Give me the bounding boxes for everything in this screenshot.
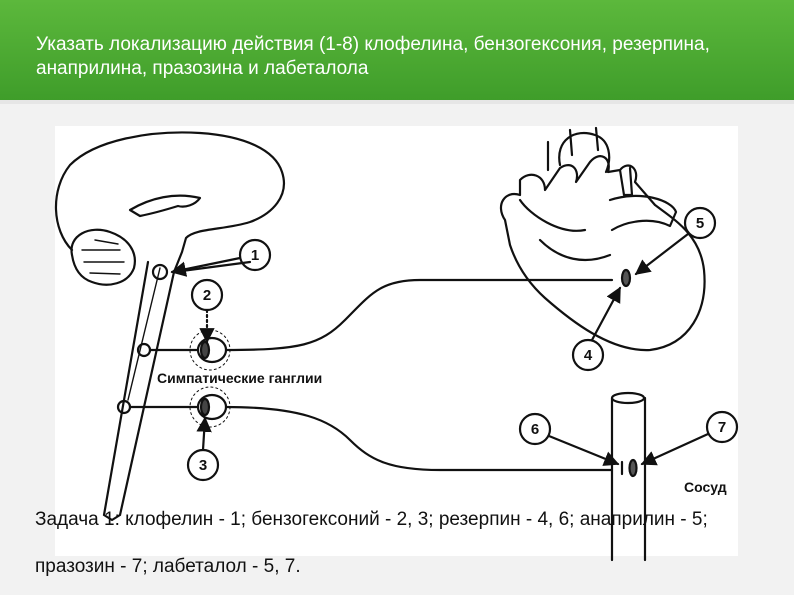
vessel-top [610,391,646,405]
heart-aorta-arch [546,126,611,174]
slide-header: Указать локализацию действия (1-8) клофе… [0,0,794,104]
brain-fold [128,194,202,218]
arrow-1 [170,256,242,277]
marker-circle-7 [705,410,739,444]
spinal-cord-inner [127,267,161,401]
cerebellum [70,228,136,286]
marker-circle-5 [683,206,717,240]
vessel-receptor [628,458,638,478]
arrow-3 [196,416,212,452]
heart-atrium [518,198,612,262]
vessel-label: Сосуд [684,479,727,495]
heart-outline [499,155,706,352]
postganglionic-fiber-heart [224,278,614,352]
ganglia-label: Симпатические ганглии [157,370,322,386]
central-nucleus [151,263,169,281]
arrow-7 [640,432,710,466]
heart-receptor [620,268,632,288]
marker-label-3: 3 [199,457,207,474]
marker-circle-1 [238,238,272,272]
postganglionic-fiber-vessel [224,405,614,472]
arrow-4 [590,286,622,342]
cerebellum-folds [81,239,125,275]
arrow-5 [634,232,690,276]
marker-label-5: 5 [696,215,704,232]
marker-circle-4 [571,338,605,372]
arrow-6 [547,434,620,466]
slide-title: Указать локализацию действия (1-8) клофе… [36,34,710,79]
marker-label-7: 7 [718,419,726,436]
vessel-tube [610,396,647,562]
marker-label-2: 2 [203,287,211,304]
heart-vein [618,166,634,197]
marker-label-6: 6 [531,421,539,438]
marker-label-4: 4 [584,347,593,364]
answer-text: Задача 1: клофелин - 1; бензогексоний - … [35,509,708,577]
spinal-cord [102,260,176,522]
ganglion-lower-receptor [199,397,211,417]
marker-circle-6 [518,412,552,446]
brain-outline [54,131,285,274]
ganglion-upper-receptor [199,340,211,360]
heart-pulmonary [608,194,678,232]
marker-label-1: 1 [251,247,259,264]
